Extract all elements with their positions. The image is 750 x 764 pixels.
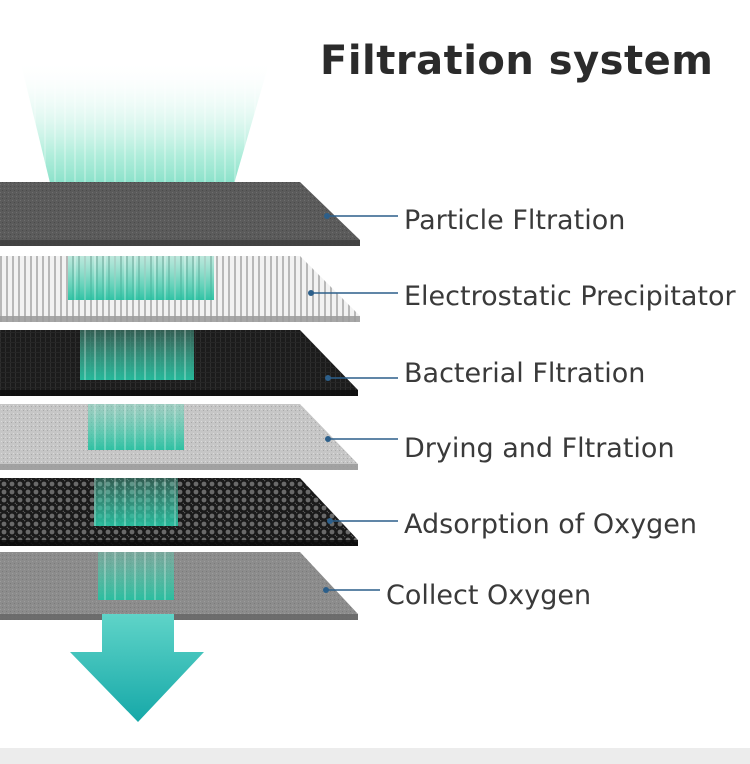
layer-label-adsorption: Adsorption of Oxygen <box>404 509 697 540</box>
layer-label-bacterial: Bacterial Fltration <box>404 358 646 389</box>
filter-layer-edge-6 <box>0 614 358 620</box>
filter-layers <box>0 182 360 624</box>
leader-lines <box>308 213 398 593</box>
down-arrow-icon <box>70 614 204 722</box>
bottom-band <box>0 748 750 764</box>
filter-layer-1 <box>0 182 360 246</box>
page-title: Filtration system <box>320 38 714 84</box>
layer-label-electrostatic: Electrostatic Precipitator <box>404 281 736 312</box>
layer-label-collect: Collect Oxygen <box>386 580 592 611</box>
filter-layer-edge-1 <box>0 240 360 246</box>
airflow-segment-lines-3 <box>80 330 194 380</box>
filter-layer-edge-3 <box>0 390 358 396</box>
airflow-segment-lines-6 <box>98 552 174 600</box>
filter-layer-5 <box>0 478 358 546</box>
airflow-segment-lines-2 <box>68 256 214 300</box>
filter-layer-edge-2 <box>0 316 360 322</box>
filter-layer-6 <box>0 552 358 620</box>
layer-label-particle: Particle Fltration <box>404 205 626 236</box>
filter-layer-edge-5 <box>0 540 358 546</box>
layer-label-drying: Drying and Fltration <box>404 433 675 464</box>
filter-layer-edge-4 <box>0 464 358 470</box>
airflow-segment-lines-4 <box>88 404 184 450</box>
airflow-segment-lines-5 <box>94 478 178 526</box>
